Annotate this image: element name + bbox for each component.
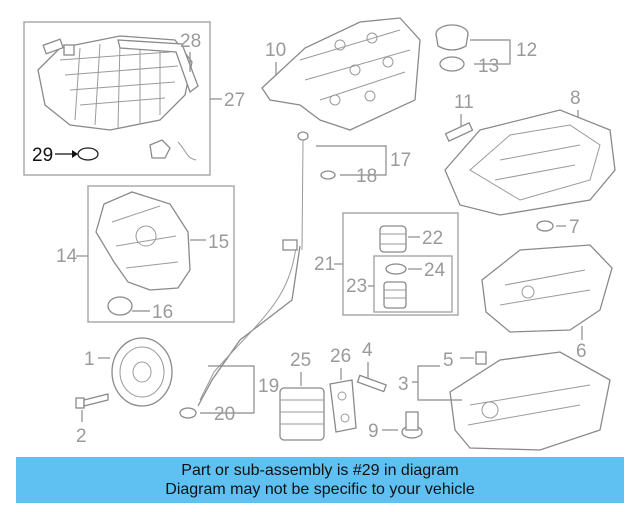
oil-filler-cap-part: [435, 24, 469, 51]
bolt-2-part: [75, 393, 109, 409]
callout-10: 10: [265, 40, 286, 61]
leader-17-18: [316, 145, 387, 176]
callout-21: 21: [314, 254, 335, 275]
callout-28: 28: [180, 31, 201, 52]
baffle-plate-part: [481, 244, 613, 333]
drain-plug-part: [475, 351, 487, 365]
part-11: [444, 122, 474, 142]
leader-12-13: [470, 39, 511, 65]
callout-7: 7: [569, 217, 580, 238]
callout-9: 9: [368, 421, 379, 442]
part-4: [356, 374, 388, 393]
callout-22: 22: [422, 228, 443, 249]
oil-filter-inner-box: [373, 255, 453, 313]
gasket-strip-part: [117, 39, 199, 94]
gasket-26-part: [329, 379, 357, 433]
callout-18: 18: [356, 166, 377, 187]
o-ring-29-part: [77, 147, 99, 161]
callout-11: 11: [454, 92, 474, 113]
callout-25: 25: [290, 350, 311, 371]
callout-2: 2: [76, 426, 87, 447]
info-banner: Part or sub-assembly is #29 in diagram D…: [16, 457, 624, 503]
seal-18-part: [320, 170, 336, 180]
callout-8: 8: [570, 88, 581, 109]
banner-line-1: Part or sub-assembly is #29 in diagram: [181, 462, 459, 479]
oil-cooler-part: [279, 387, 325, 441]
filter-element-23-part: [383, 281, 407, 309]
callout-3: 3: [398, 374, 409, 395]
callout-4: 4: [362, 340, 373, 361]
arrow-29-icon: [72, 150, 78, 158]
timing-cover-part: [95, 191, 191, 291]
oil-pan-part: [449, 351, 611, 451]
oil-sensor-part: [401, 411, 423, 439]
callout-1: 1: [84, 349, 95, 370]
callout-13: 13: [478, 56, 499, 77]
callout-5: 5: [443, 350, 454, 371]
callout-20: 20: [214, 404, 235, 425]
callout-29: 29: [32, 145, 53, 166]
callout-17: 17: [390, 150, 411, 171]
filter-housing-22-part: [379, 225, 407, 253]
cap-seal-part: [439, 56, 465, 72]
crank-pulley-part: [111, 337, 173, 407]
leader-19-20: [200, 365, 255, 414]
part-7: [536, 220, 554, 232]
intake-manifold-part: [37, 35, 197, 161]
callout-27: 27: [224, 90, 245, 111]
callout-14: 14: [56, 246, 78, 267]
callout-23: 23: [346, 276, 367, 297]
callout-6: 6: [576, 341, 587, 362]
banner-line-2: Diagram may not be specific to your vehi…: [165, 481, 475, 498]
valve-cover-part: [261, 17, 421, 131]
seal-16-part: [107, 296, 133, 316]
seal-24-part: [385, 263, 407, 275]
leader-3: [412, 365, 462, 401]
callout-15: 15: [208, 232, 229, 253]
seal-20-part: [179, 407, 197, 419]
callout-19: 19: [258, 376, 279, 397]
callout-16: 16: [152, 302, 173, 323]
timing-cover-group-box: [87, 185, 235, 323]
oil-pickup-tube-part: [197, 239, 301, 407]
dipstick-part: [297, 131, 309, 251]
upper-oil-pan-part: [444, 109, 616, 216]
callout-24: 24: [424, 260, 446, 281]
callout-26: 26: [330, 346, 351, 367]
callout-12: 12: [516, 40, 537, 61]
